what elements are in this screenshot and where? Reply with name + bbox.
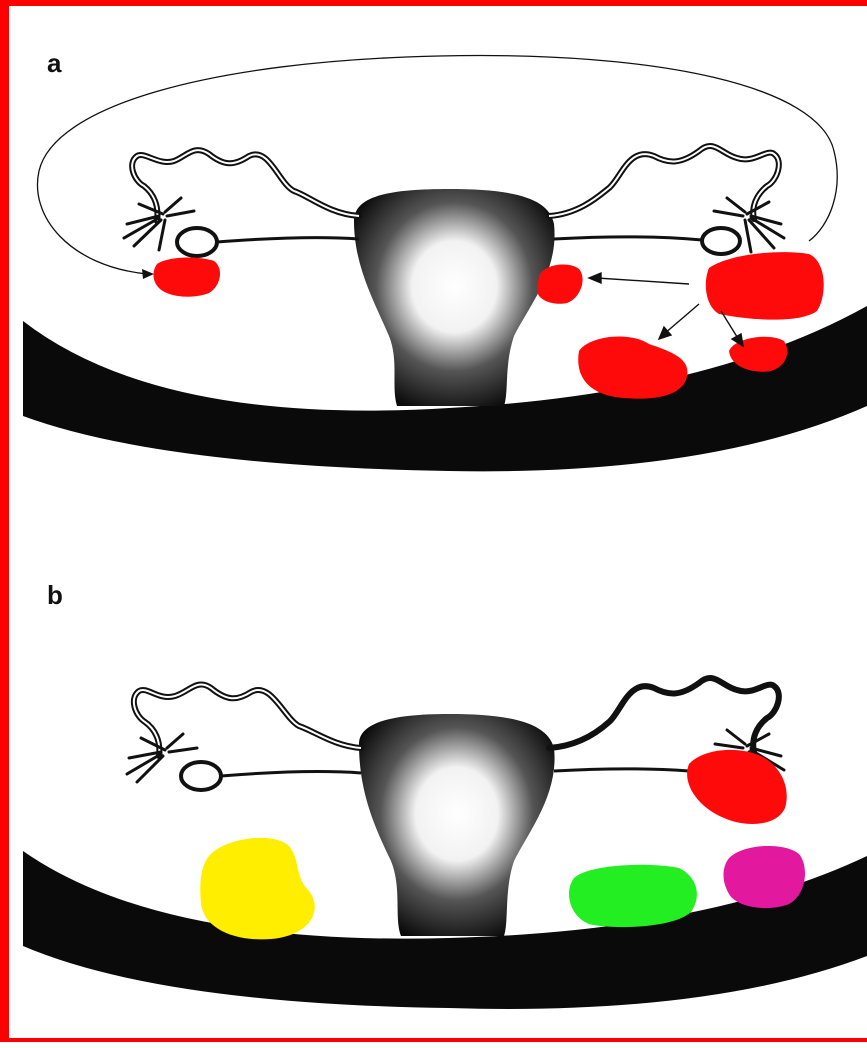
panel-b-diagram	[9, 526, 867, 1048]
left-ovary	[177, 228, 217, 256]
lesion-red-cul-de-sac-large	[578, 337, 687, 399]
panel-a: a	[9, 6, 867, 526]
right-ovarian-ligament	[554, 769, 689, 771]
left-ovary	[181, 762, 221, 790]
lesion-magenta-right-pelvic-wall	[723, 846, 805, 908]
lesion-green-right-cul-de-sac	[569, 865, 697, 927]
lesion-red-right-ovary-primary	[706, 252, 824, 320]
panel-a-diagram	[9, 6, 867, 526]
panel-b: b	[9, 526, 867, 1048]
right-fallopian-tube	[549, 678, 779, 752]
spread-arc-arrowhead	[142, 269, 154, 279]
left-ovarian-ligament	[217, 238, 359, 242]
lesion-yellow-left-cul-de-sac	[200, 838, 314, 940]
left-ovarian-ligament	[221, 772, 361, 776]
lesion-red-left-ovary	[153, 258, 220, 297]
uterus	[359, 714, 555, 936]
right-ovarian-ligament	[554, 237, 702, 240]
right-fallopian-tube	[549, 146, 779, 219]
lesion-red-uterine-serosa	[537, 265, 583, 304]
uterus	[354, 189, 555, 406]
right-ovary	[702, 228, 740, 254]
